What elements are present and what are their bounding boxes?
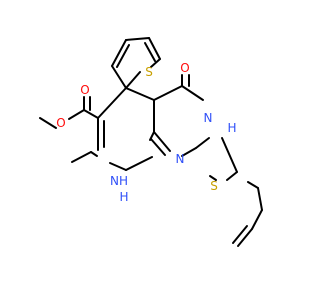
ring-nitrogen-label: N bbox=[176, 152, 185, 166]
pyrimidine-ring bbox=[150, 85, 238, 181]
ring-carbonyl-oxygen-label: O bbox=[180, 61, 189, 75]
ring-nh-hydrogen-label: H bbox=[119, 190, 128, 204]
ester-ether-oxygen-label: O bbox=[56, 116, 65, 130]
allyl-thioether-chain bbox=[232, 181, 263, 247]
ester-carbonyl-oxygen-label: O bbox=[80, 83, 89, 97]
ring-methyl-group bbox=[71, 151, 92, 163]
pyridine-ring bbox=[90, 87, 155, 171]
molecule-structure-diagram: O N H O O S N NH H S bbox=[39, 37, 263, 247]
thiophene-sulfur-label: S bbox=[145, 65, 153, 79]
thioether-sulfur-label: S bbox=[210, 179, 218, 193]
thiophene-ring bbox=[111, 37, 161, 89]
ring-nitrogen-nh-label: N bbox=[204, 111, 213, 125]
methyl-ester-group bbox=[39, 96, 99, 129]
ring-carbonyl bbox=[181, 74, 190, 87]
ring-nh-label: NH bbox=[110, 174, 128, 188]
ring-nitrogen-hydrogen-label: H bbox=[227, 121, 236, 135]
